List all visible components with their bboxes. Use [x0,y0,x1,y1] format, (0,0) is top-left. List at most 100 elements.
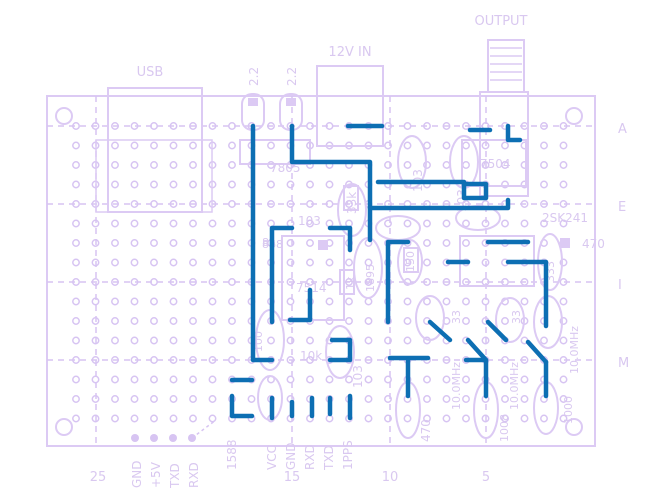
board-hole [306,356,314,364]
board-hole [111,395,119,403]
board-hole [150,395,158,403]
board-hole [228,258,236,267]
board-hole [286,200,295,208]
wire [327,225,353,253]
board-hole [442,375,451,384]
board-hole [423,375,431,384]
pin-label-rxd-2: RXD [303,444,317,470]
board-hole [286,180,295,189]
board-hole [91,258,100,267]
board-hole [423,122,431,130]
wire [385,239,411,325]
board-hole [286,356,295,364]
board-hole [189,336,197,345]
board-hole [111,317,119,325]
pin-label-txd-2: TXD [322,445,336,471]
board-hole [325,122,334,130]
wire [485,319,509,343]
pin-label-1588: 1588 [225,439,239,470]
board-hole [345,219,353,228]
board-hole [72,219,80,228]
board-hole [559,278,568,286]
board-hole [150,258,158,267]
board-hole [208,336,217,345]
board-hole [540,161,548,169]
board-hole [423,395,431,403]
board-hole [228,200,236,208]
board-hole [111,161,119,169]
wire-links [229,123,549,421]
board-hole [442,141,451,150]
board-hole [130,336,139,345]
pin-label-rxd: RXD [187,462,201,488]
cap-right-label: 2.2 [285,67,299,86]
board-hole [462,122,470,130]
board-hole [559,122,568,130]
board-hole [228,239,236,247]
wire [461,181,489,201]
board-hole [442,356,451,364]
board-hole [501,395,509,403]
board-hole [481,336,490,345]
board-hole [91,239,100,247]
board-hole [228,180,236,189]
board-hole [364,375,373,384]
pin-label-gnd: GND [130,460,144,488]
board-hole [208,219,217,228]
board-hole [189,122,197,130]
board-hole [306,375,314,384]
pin-label-txd: TXD [168,463,182,489]
board-hole [130,219,139,228]
board-hole [559,375,568,384]
mounting-hole [55,107,73,125]
board-hole [111,278,119,286]
board-hole [286,258,295,267]
board-hole [559,414,568,423]
label-8: 8 [262,236,269,249]
wire [250,123,275,363]
board-hole [91,395,100,403]
board-hole [286,375,295,384]
pin-labels: GND +5V TXD RXD 1588 VCC GND RXD TXD 1PP… [130,439,355,489]
board-hole [208,258,217,267]
board-hole [111,375,119,384]
board-hole [150,239,158,247]
board-hole [111,180,119,189]
board-hole [111,219,119,228]
label-1008: 1008 [498,414,511,442]
usb-connector: USB [95,65,213,213]
board-hole [111,239,119,247]
board-hole [540,414,548,423]
board-hole [384,414,392,423]
board-hole [189,297,197,306]
board-hole [306,200,314,208]
label-1k: 1k [344,276,357,290]
board-hole [189,414,197,423]
board-hole [130,278,139,286]
board-hole [130,239,139,247]
board-hole [130,161,139,169]
board-hole [403,141,412,150]
mounting-hole [565,107,583,125]
board-hole [91,317,100,325]
board-hole [208,278,217,286]
board-hole [72,258,80,267]
col-number-15: 15 [284,470,301,485]
board-hole [520,356,529,364]
board-hole [72,414,80,423]
board-hole [150,200,158,208]
board-hole [559,336,568,345]
row-labels: A E I M [618,122,629,371]
board-hole [442,239,451,247]
board-hole [228,336,236,345]
board-hole [72,356,80,364]
board-hole [150,414,158,423]
label-150: 150 [404,251,417,272]
board-hole [72,161,80,169]
board-hole [306,180,314,189]
board-hole [91,336,100,345]
board-hole [169,122,178,130]
pin-label-gnd-2: GND [284,442,298,470]
wire [269,225,295,325]
cap-left-label: 2.2 [247,67,261,86]
